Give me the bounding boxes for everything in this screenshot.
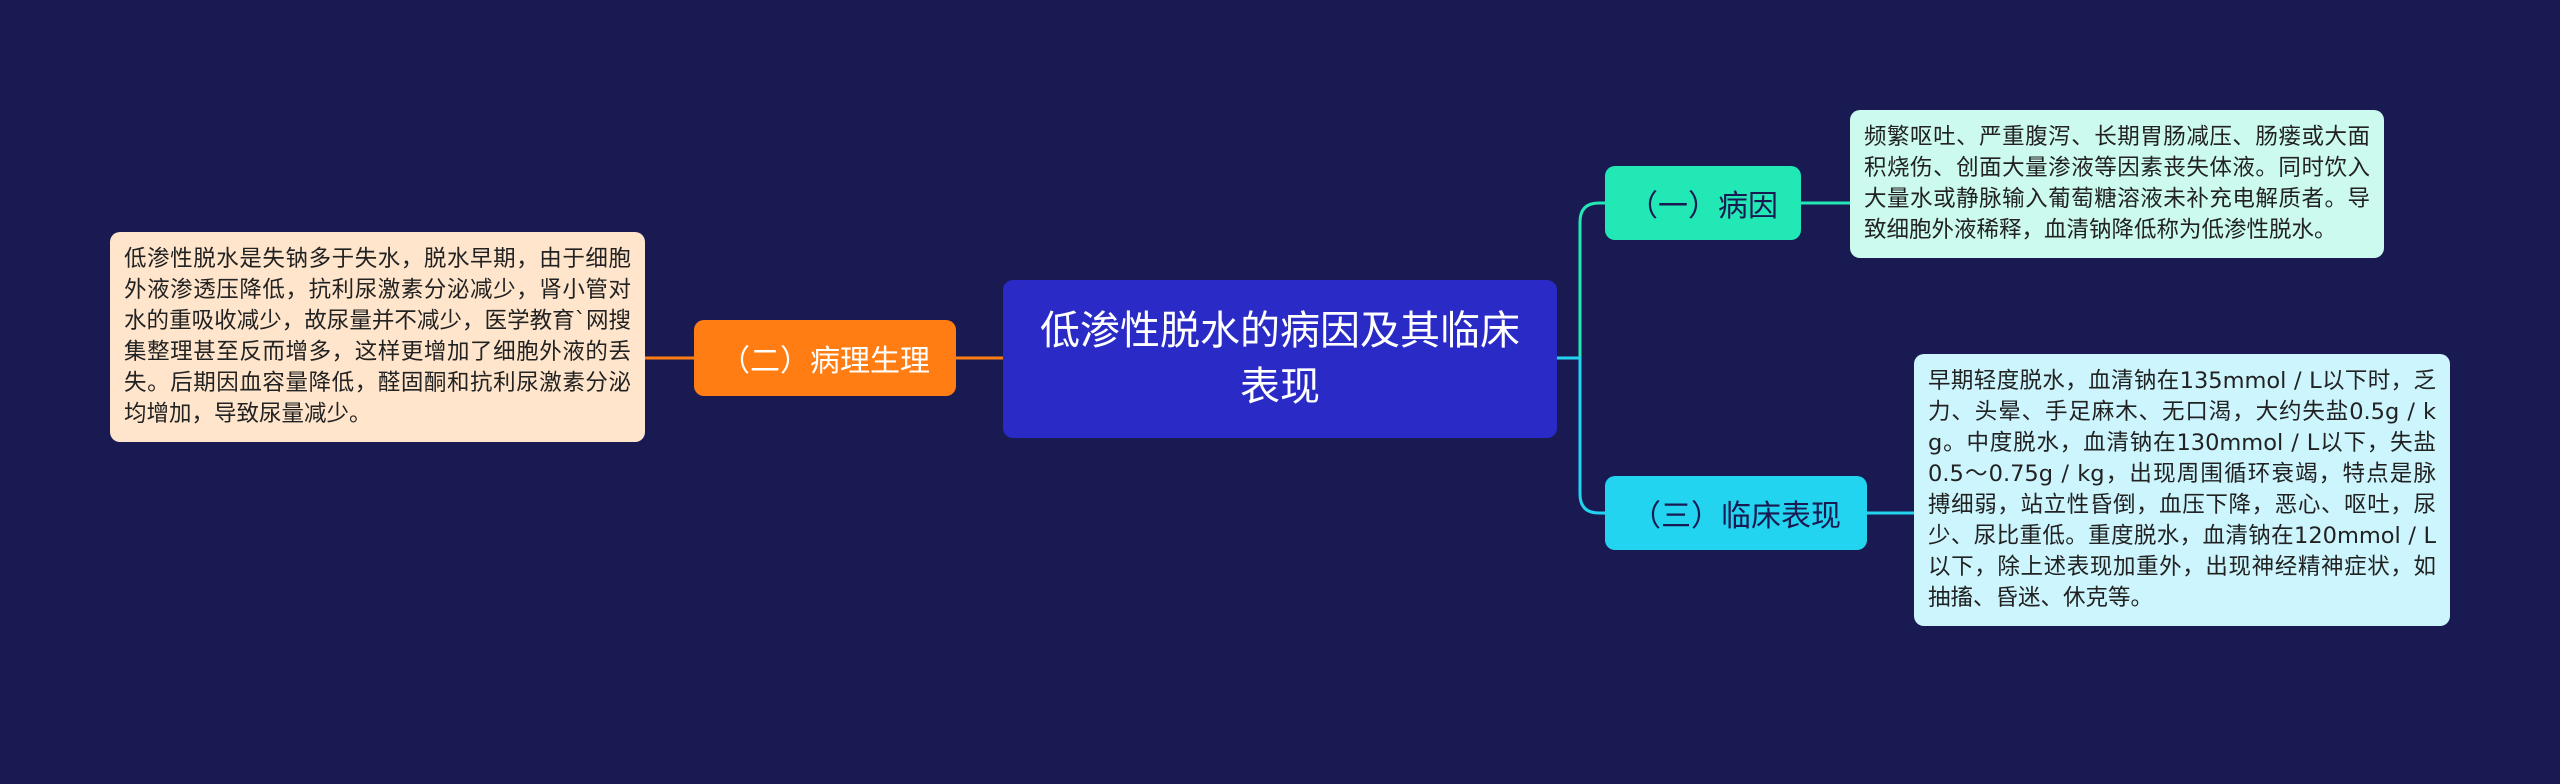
branch-cause[interactable]: （一）病因 bbox=[1605, 166, 1801, 240]
root-topic[interactable]: 低渗性脱水的病因及其临床表现 bbox=[1003, 280, 1557, 438]
branch-pathophysiology[interactable]: （二）病理生理 bbox=[694, 320, 956, 396]
detail-pathophysiology[interactable]: 低渗性脱水是失钠多于失水，脱水早期，由于细胞外液渗透压降低，抗利尿激素分泌减少，… bbox=[110, 232, 645, 442]
detail-cause-text: 频繁呕吐、严重腹泻、长期胃肠减压、肠瘘或大面积烧伤、创面大量渗液等因素丧失体液。… bbox=[1864, 124, 2370, 243]
branch-cause-label: （一）病因 bbox=[1628, 189, 1778, 224]
branch-pathophysiology-label: （二）病理生理 bbox=[720, 344, 930, 379]
root-title: 低渗性脱水的病因及其临床表现 bbox=[1040, 308, 1520, 410]
branch-clinical-label: （三）临床表现 bbox=[1631, 499, 1841, 534]
detail-clinical[interactable]: 早期轻度脱水，血清钠在135mmol / L以下时，乏力、头晕、手足麻木、无口渴… bbox=[1914, 354, 2450, 626]
branch-clinical[interactable]: （三）临床表现 bbox=[1605, 476, 1867, 550]
detail-clinical-text: 早期轻度脱水，血清钠在135mmol / L以下时，乏力、头晕、手足麻木、无口渴… bbox=[1928, 368, 2436, 611]
link-root-clinical bbox=[1557, 356, 1605, 515]
detail-cause[interactable]: 频繁呕吐、严重腹泻、长期胃肠减压、肠瘘或大面积烧伤、创面大量渗液等因素丧失体液。… bbox=[1850, 110, 2384, 258]
detail-pathophysiology-text: 低渗性脱水是失钠多于失水，脱水早期，由于细胞外液渗透压降低，抗利尿激素分泌减少，… bbox=[124, 246, 631, 427]
link-root-cause bbox=[1557, 201, 1605, 360]
